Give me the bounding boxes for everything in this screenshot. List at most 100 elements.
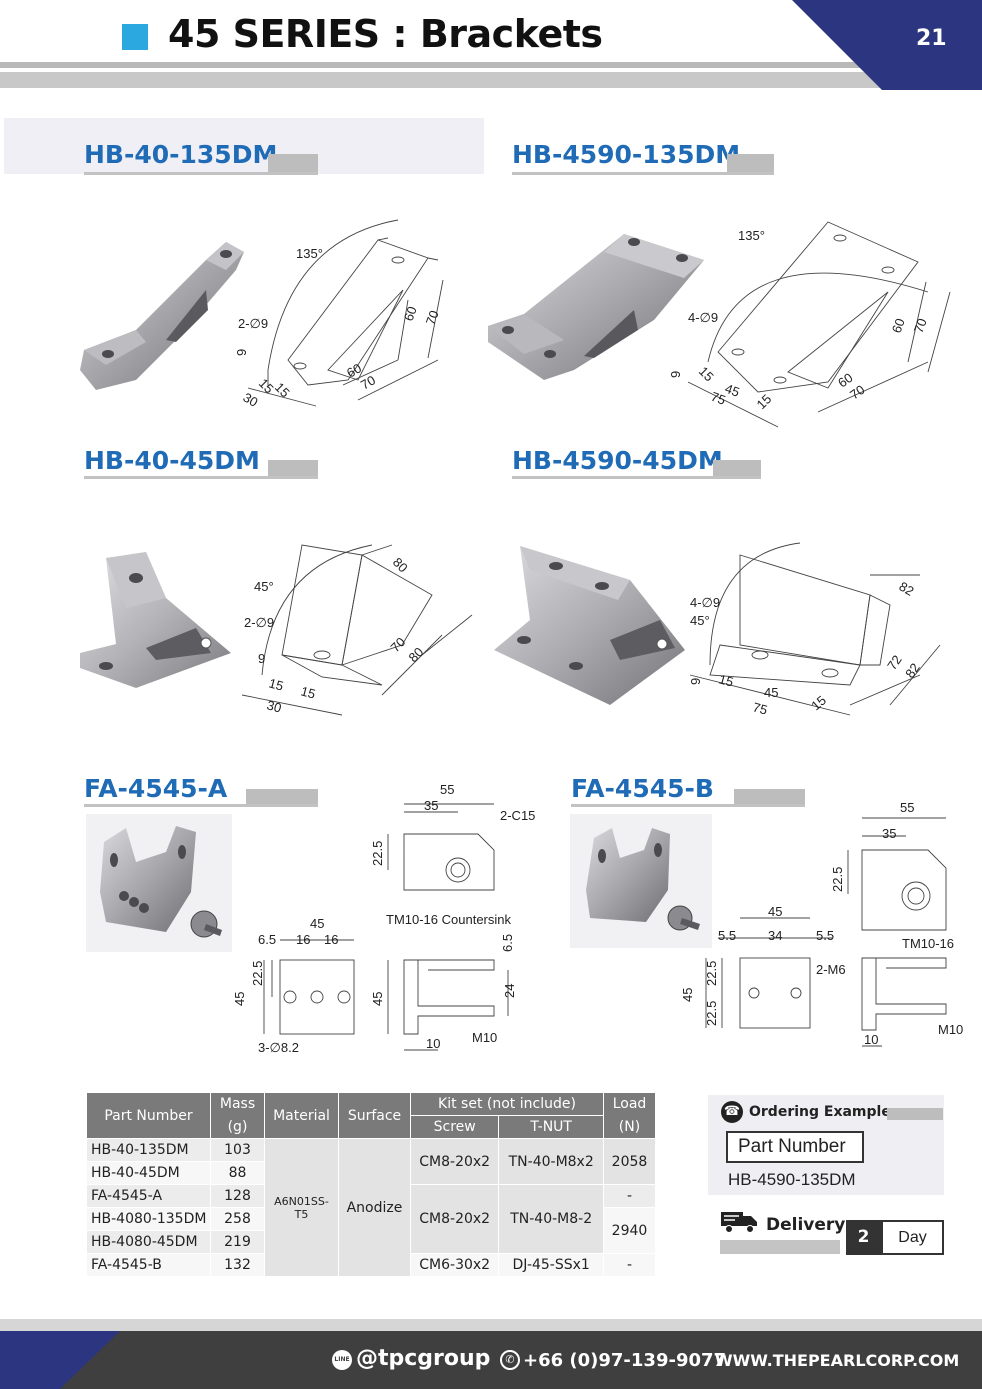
- section-title-hb-4590-135dm: HB-4590-135DM: [512, 140, 741, 169]
- dim-angle: 45°: [254, 579, 274, 594]
- dim-15b: 15: [754, 391, 775, 412]
- phone-icon: ✆: [500, 1350, 520, 1370]
- dim-45b: 45: [232, 992, 247, 1006]
- dim-15a: 15: [696, 364, 717, 385]
- section-title-fa-4545-b: FA-4545-B: [571, 774, 714, 803]
- cell-tnut-3: DJ-45-SSx1: [498, 1253, 604, 1277]
- dim-tm10-16: TM10-16: [902, 936, 954, 951]
- delivery-label: Delivery: [766, 1215, 846, 1235]
- dim-6-5a: 6.5: [258, 932, 276, 947]
- cell-mass: 128: [210, 1184, 265, 1208]
- dim-9: 9: [234, 349, 249, 356]
- th-surface: Surface: [338, 1092, 411, 1139]
- section-underline: [84, 804, 318, 807]
- drawing-hb-4590-135dm: 135° 4-∅9 9 15 45 75 15 60 70 60 70: [668, 221, 951, 428]
- dim-55: 55: [900, 800, 914, 815]
- dim-24: 24: [502, 984, 517, 998]
- bracket-photo-hb-4590-135dm: [488, 234, 704, 380]
- dim-6-5b: 6.5: [500, 934, 515, 952]
- th-load: Load: [603, 1092, 656, 1116]
- dim-60a: 60: [401, 304, 420, 323]
- line-icon: LINE: [332, 1350, 352, 1370]
- footer-handle[interactable]: @tpcgroup: [356, 1346, 491, 1371]
- section-title-bar: [268, 154, 318, 172]
- section-underline: [84, 172, 318, 175]
- section-title-bar: [246, 789, 318, 807]
- dim-15a: 15: [256, 376, 277, 397]
- footer: [0, 1331, 982, 1389]
- bracket-photo-hb-4590-45dm: [494, 546, 685, 705]
- drawing-fa-4545-a: 55 35 2-C15 22.5 TM10-16 Countersink 45 …: [232, 782, 535, 1055]
- dim-60a: 60: [889, 316, 908, 335]
- phone-icon: ☎: [721, 1101, 743, 1123]
- dim-2-m6: 2-M6: [816, 962, 846, 977]
- dim-45: 45: [768, 904, 782, 919]
- truck-icon: [721, 1212, 757, 1233]
- footer-website[interactable]: WWW.THEPEARLCORP.COM: [715, 1351, 960, 1370]
- cell-tnut-2: TN-40-M8-2: [498, 1184, 604, 1254]
- footer-strip: [0, 1319, 982, 1331]
- footer-corner-shape: [0, 1331, 120, 1389]
- table-row: HB-40-135DM 103 A6N01SS-T5 Anodize CM8-2…: [86, 1138, 656, 1277]
- cell-screw-1: CM8-20x2: [409, 1138, 500, 1185]
- dim-10: 10: [426, 1036, 440, 1051]
- cell-tnut-1: TN-40-M8x2: [498, 1138, 604, 1185]
- th-mass: Mass: [210, 1092, 265, 1116]
- dim-60b: 60: [835, 370, 855, 391]
- footer-phone[interactable]: +66 (0)97-139-9077: [523, 1350, 727, 1371]
- spec-table: Part Number Mass Material Surface Kit se…: [86, 1092, 656, 1277]
- dim-34: 34: [768, 928, 782, 943]
- delivery-days: 2: [846, 1220, 881, 1255]
- cell-load-row3: -: [603, 1184, 656, 1208]
- dim-9: 9: [258, 651, 265, 666]
- cell-load-1: 2058: [603, 1138, 656, 1185]
- dim-angle: 135°: [738, 228, 765, 243]
- table-row: HB-40-45DM 88: [86, 1161, 656, 1185]
- drawing-fa-4545-b: 55 35 22.5 45 5.5 34 5.5 TM10-16 2-M6 45…: [680, 800, 963, 1047]
- dim-80b: 80: [406, 644, 427, 665]
- dim-70b: 70: [358, 372, 378, 392]
- cell-mass: 88: [210, 1161, 265, 1185]
- drawing-hb-4590-45dm: 4-∅9 45° 9 15 45 75 15 82 72 82: [688, 542, 941, 718]
- dim-2-c15: 2-C15: [500, 808, 535, 823]
- dim-15a: 15: [717, 671, 735, 689]
- header-rule: [0, 62, 900, 68]
- dim-22-5c: 22.5: [704, 1001, 719, 1026]
- section-title-bar: [713, 460, 761, 478]
- dim-22-5b: 22.5: [250, 961, 265, 986]
- cell-mass: 258: [210, 1207, 265, 1231]
- ordering-title: Ordering Example: [749, 1104, 891, 1120]
- dim-holes: 2-∅9: [244, 615, 274, 630]
- section-title-hb-4590-45dm: HB-4590-45DM: [512, 446, 723, 475]
- section-underline: [571, 804, 805, 807]
- dim-angle: 45°: [690, 613, 710, 628]
- dim-16a: 16: [296, 932, 310, 947]
- cell-mass: 219: [210, 1230, 265, 1254]
- dim-70a: 70: [911, 316, 930, 335]
- dim-75: 75: [751, 699, 769, 717]
- dim-holes: 3-∅8.2: [258, 1040, 299, 1055]
- drawing-hb-40-135dm: 135° 2-∅9 9 15 15 30 60 70 60 70: [234, 219, 444, 410]
- cell-material: A6N01SS-T5: [264, 1138, 339, 1277]
- dim-55: 55: [440, 782, 454, 797]
- drawing-hb-40-45dm: 45° 2-∅9 9 15 15 30 80 70 80: [241, 544, 473, 716]
- dim-10: 10: [864, 1032, 878, 1047]
- section-band: [4, 118, 484, 174]
- dim-72: 72: [884, 652, 905, 672]
- dim-22-5b: 22.5: [704, 961, 719, 986]
- page-number: 21: [916, 26, 947, 51]
- dim-5-5b: 5.5: [816, 928, 834, 943]
- dim-45: 45: [310, 916, 324, 931]
- cell-mass: 132: [210, 1253, 265, 1277]
- section-title-bar: [734, 789, 805, 807]
- cell-screw-3: CM6-30x2: [409, 1253, 500, 1277]
- dim-countersink: TM10-16 Countersink: [386, 912, 511, 927]
- dim-9: 9: [668, 371, 683, 378]
- cell-surface: Anodize: [338, 1138, 411, 1277]
- ordering-example-value: HB-4590-135DM: [728, 1170, 856, 1189]
- dim-45c: 45: [370, 992, 385, 1006]
- section-title-hb-40-45dm: HB-40-45DM: [84, 446, 260, 475]
- cell-part: HB-4080-135DM: [86, 1207, 211, 1231]
- table-row: FA-4545-B 132 CM6-30x2 DJ-45-SSx1 -: [86, 1253, 656, 1277]
- dim-15a: 15: [267, 675, 285, 693]
